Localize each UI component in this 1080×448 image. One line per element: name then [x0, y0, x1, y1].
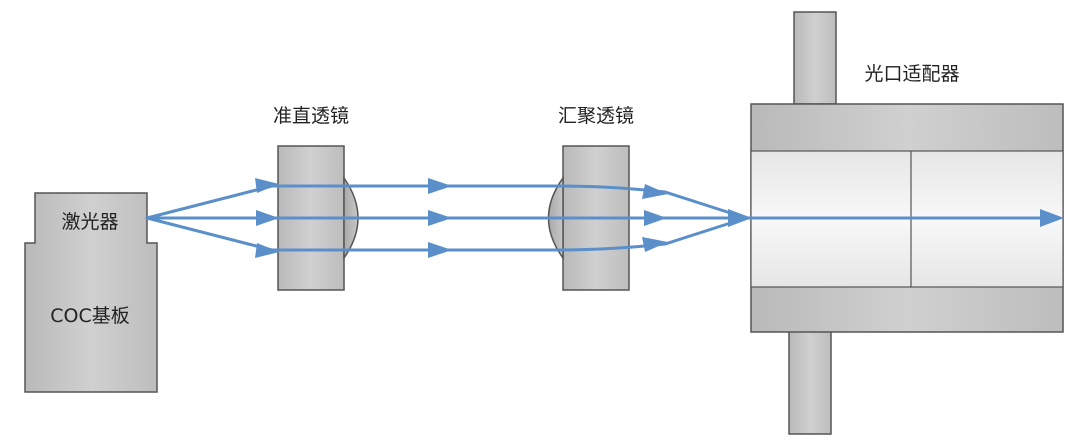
beam-top-diverging — [145, 184, 274, 220]
arrowhead — [255, 178, 279, 193]
arrowhead — [1040, 209, 1064, 227]
adapter-top-flange — [793, 11, 837, 105]
arrowhead — [428, 178, 452, 194]
arrowhead — [642, 184, 668, 199]
laser-label: 激光器 — [61, 211, 118, 233]
arrowhead — [728, 209, 752, 227]
optical-adapter-label: 光口适配器 — [864, 63, 959, 85]
beam-arrowheads — [255, 178, 1064, 258]
arrowhead — [428, 242, 452, 258]
laser-coc-component: 激光器 COC基板 — [24, 192, 158, 393]
adapter-bottom-flange — [788, 329, 832, 435]
focusing-lens-label: 汇聚透镜 — [558, 105, 634, 127]
collimating-lens-label: 准直透镜 — [273, 105, 349, 127]
arrowhead — [644, 210, 667, 226]
coc-substrate-label: COC基板 — [50, 305, 130, 327]
laser-coc-body — [24, 192, 158, 393]
beam-bottom-diverging — [145, 216, 274, 252]
arrowhead — [255, 243, 279, 258]
arrowhead — [256, 210, 279, 226]
arrowhead — [642, 237, 668, 252]
arrowhead — [428, 210, 452, 226]
